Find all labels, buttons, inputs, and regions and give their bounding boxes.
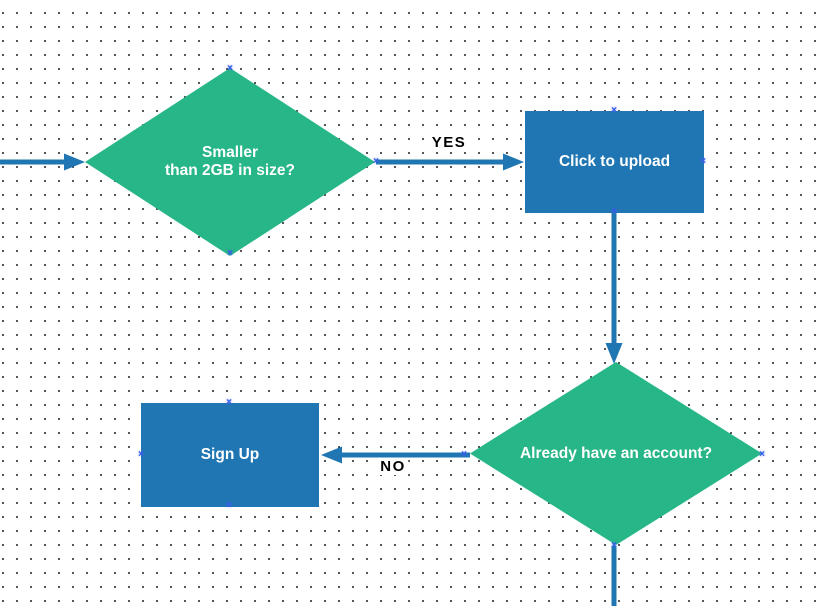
connection-point-icon[interactable]: × — [611, 105, 617, 116]
connection-point-icon[interactable]: × — [611, 540, 617, 551]
arrowhead-down-icon — [605, 343, 623, 364]
edge-label-no[interactable]: NO — [378, 458, 408, 475]
edge-account-check-no[interactable] — [321, 446, 470, 464]
edge-entry-to-size-check[interactable] — [0, 153, 85, 171]
edge-label-yes[interactable]: YES — [429, 134, 469, 151]
edge-upload-to-account-check[interactable] — [605, 213, 623, 364]
connection-point-icon[interactable]: × — [461, 449, 467, 460]
node-sign-up[interactable]: Sign Up — [141, 403, 319, 507]
connection-point-icon[interactable]: × — [226, 397, 232, 408]
node-click-to-upload-label: Click to upload — [558, 153, 671, 170]
connection-point-icon[interactable]: × — [227, 63, 233, 74]
node-click-to-upload[interactable]: Click to upload — [525, 111, 704, 213]
connection-point-icon[interactable]: × — [138, 449, 144, 460]
edge-size-check-yes[interactable] — [376, 153, 524, 171]
connection-point-icon[interactable]: × — [227, 248, 233, 259]
arrowhead-right-icon — [64, 153, 85, 171]
node-account-check-label: Already have an account? — [519, 444, 713, 462]
connection-point-icon[interactable]: × — [700, 156, 706, 167]
node-sign-up-label: Sign Up — [200, 446, 260, 463]
connection-point-icon[interactable]: × — [611, 206, 617, 217]
connection-point-icon[interactable]: × — [759, 449, 765, 460]
node-size-check-label: Smaller than 2GB in size? — [164, 144, 296, 179]
arrowhead-right-icon — [503, 153, 524, 171]
connection-point-icon[interactable]: × — [373, 156, 379, 167]
connection-point-icon[interactable]: × — [226, 500, 232, 511]
arrowhead-left-icon — [321, 446, 342, 464]
